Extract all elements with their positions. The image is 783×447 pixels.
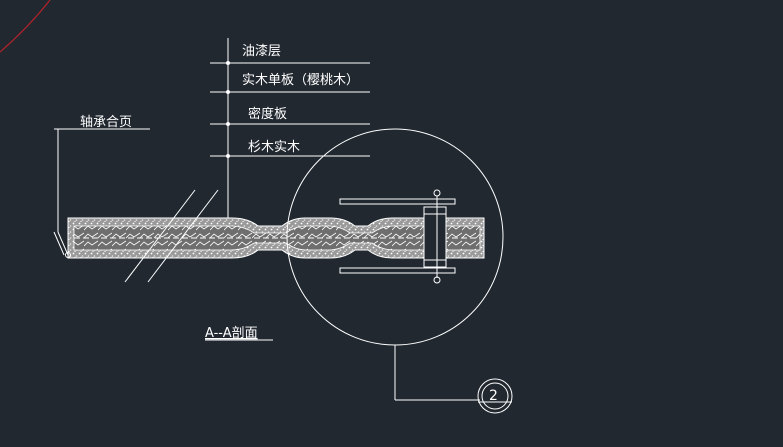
hinge-leader-tick: [53, 231, 65, 256]
leader-dot-4: [226, 154, 230, 158]
detail-number-circle-inner: [481, 382, 509, 410]
hinge-screw-bottom: [433, 276, 441, 284]
accent-arc: [0, 0, 51, 53]
detail-number: 2: [489, 388, 498, 404]
hinge-plate-top: [339, 198, 456, 205]
detail-number-circle-outer: [477, 378, 513, 414]
hinge-screw-top: [433, 189, 441, 197]
layer-label-mdf: 密度板: [248, 106, 287, 122]
hinge-plate-bottom: [339, 267, 456, 274]
layer-label-paint: 油漆层: [242, 43, 281, 59]
layer-label-veneer: 实木单板（樱桃木）: [242, 72, 359, 88]
leader-dot-3: [226, 122, 230, 126]
leader-dot-2: [226, 90, 230, 94]
hinge-body: [423, 206, 447, 268]
section-title: A--A剖面: [205, 326, 258, 341]
leader-dot-1: [226, 61, 230, 65]
hinge-label: 轴承合页: [80, 115, 132, 130]
layer-label-fir: 杉木实木: [248, 140, 300, 155]
break-line-1: [124, 189, 196, 283]
hinge-leader-arrow: [57, 231, 69, 256]
hinge-end-marker: [65, 252, 71, 258]
break-line-2: [147, 189, 219, 283]
